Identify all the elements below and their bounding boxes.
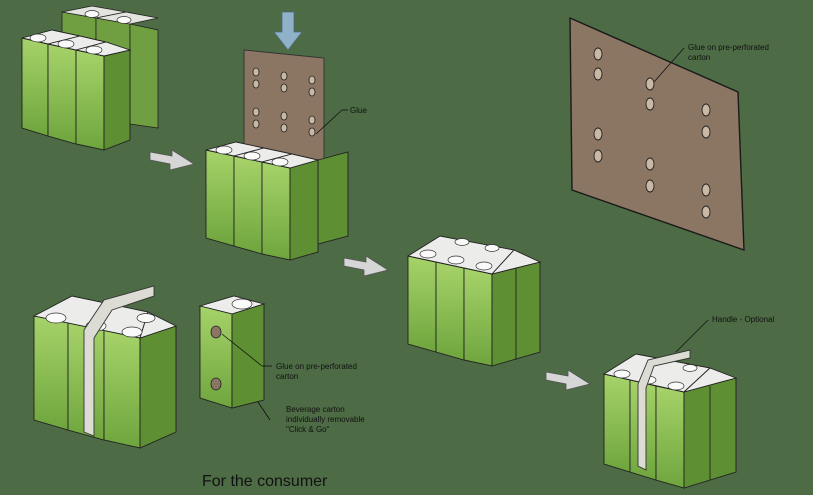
glued-pack xyxy=(408,236,540,366)
glue-label: Glue xyxy=(350,106,367,115)
final-pack-with-handle: Handle - Optional xyxy=(604,315,774,488)
consumer-caption: For the consumer xyxy=(202,473,328,490)
loose-carton-group xyxy=(22,6,158,150)
handle-label: Handle - Optional xyxy=(712,315,774,324)
beverage-label-line2: individually removable xyxy=(286,415,365,424)
beverage-label-line1: Beverage carton xyxy=(286,405,345,414)
glue-single-label-line2: carton xyxy=(276,372,298,381)
glue-sheet-label-line2: carton xyxy=(688,53,710,62)
right-arrow-icon xyxy=(344,256,388,276)
right-arrow-icon xyxy=(150,150,194,170)
glue-sheet-label-line1: Glue on pre-perforated xyxy=(688,43,769,52)
glue-sheet-assembly: Glue xyxy=(206,50,367,260)
beverage-label-line3: "Click & Go" xyxy=(286,425,330,434)
right-arrow-icon xyxy=(546,370,590,390)
pack-with-handle xyxy=(34,286,176,448)
perforated-sheet: Glue on pre-perforated carton xyxy=(570,18,769,250)
down-arrow-icon xyxy=(274,12,302,50)
single-carton: Glue on pre-perforated carton Beverage c… xyxy=(200,296,365,434)
glue-single-label-line1: Glue on pre-perforated xyxy=(276,362,357,371)
